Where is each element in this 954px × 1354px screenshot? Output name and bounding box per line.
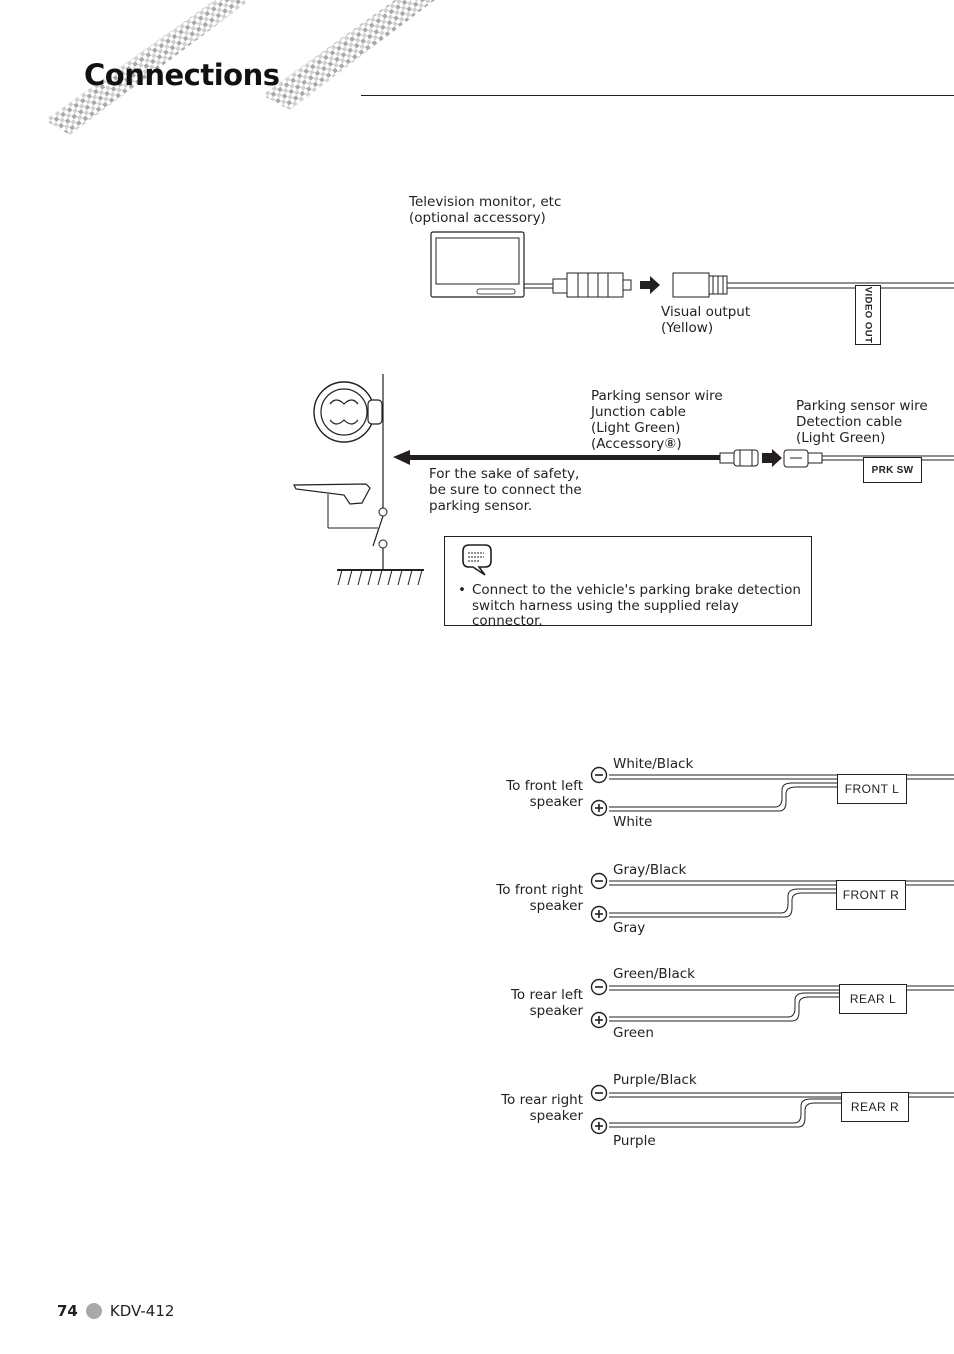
parking-cable <box>393 449 759 467</box>
wire-pos-rear-right: Purple <box>613 1133 656 1149</box>
brake-switch-circuit <box>337 374 424 586</box>
note-item: • Connect to the vehicle's parking brake… <box>458 582 808 630</box>
brake-lever-icon <box>293 483 378 529</box>
arrow-right-icon <box>762 449 782 467</box>
monitor-icon <box>430 231 525 298</box>
tag-rear-right: REAR R <box>841 1092 909 1122</box>
tag-front-right: FRONT R <box>836 880 906 910</box>
detection-cable-label: Parking sensor wire Detection cable (Lig… <box>796 398 928 446</box>
page-title: Connections <box>84 58 280 92</box>
wire-pos-rear-left: Green <box>613 1025 654 1041</box>
wire-pos-front-left: White <box>613 814 653 830</box>
speaker-label-rear-right: To rear right speaker <box>501 1092 583 1124</box>
speaker-label-front-left: To front left speaker <box>506 778 583 810</box>
monitor-label: Television monitor, etc (optional access… <box>409 194 562 226</box>
page-number: 74 <box>57 1302 78 1320</box>
front-right-wires <box>590 872 954 923</box>
page-footer: 74 KDV-412 <box>57 1302 174 1320</box>
wire-neg-front-left: White/Black <box>613 756 694 772</box>
model-name: KDV-412 <box>109 1302 175 1320</box>
tag-front-left: FRONT L <box>837 774 907 804</box>
title-rule <box>361 95 954 96</box>
tire-tread-decoration <box>45 0 435 135</box>
note-text: Connect to the vehicle's parking brake d… <box>472 582 801 629</box>
front-left-wires <box>590 766 954 817</box>
footer-dot-icon <box>85 1303 102 1319</box>
video-output-label: Visual output (Yellow) <box>661 304 751 336</box>
safety-note: For the sake of safety, be sure to conne… <box>429 466 582 514</box>
video-out-connector <box>672 272 954 298</box>
speaker-label-rear-left: To rear left speaker <box>510 987 583 1019</box>
video-cable <box>524 272 632 298</box>
wire-neg-rear-right: Purple/Black <box>613 1072 697 1088</box>
arrow-right-icon <box>640 276 660 294</box>
wire-pos-front-right: Gray <box>613 920 646 936</box>
note-box: • Connect to the vehicle's parking brake… <box>444 536 812 629</box>
video-out-tag: VIDEO OUT <box>855 285 881 345</box>
video-out-tag-text: VIDEO OUT <box>862 286 874 344</box>
wire-neg-front-right: Gray/Black <box>613 862 687 878</box>
junction-cable-label: Parking sensor wire Junction cable (Ligh… <box>591 388 723 452</box>
prk-sw-tag: PRK SW <box>863 457 922 483</box>
speaker-label-front-right: To front right speaker <box>496 882 583 914</box>
note-icon <box>462 544 492 576</box>
tag-rear-left: REAR L <box>839 984 907 1014</box>
parking-brake-lamp-icon <box>313 381 383 443</box>
note-bullet: • <box>458 582 466 598</box>
wire-neg-rear-left: Green/Black <box>613 966 695 982</box>
